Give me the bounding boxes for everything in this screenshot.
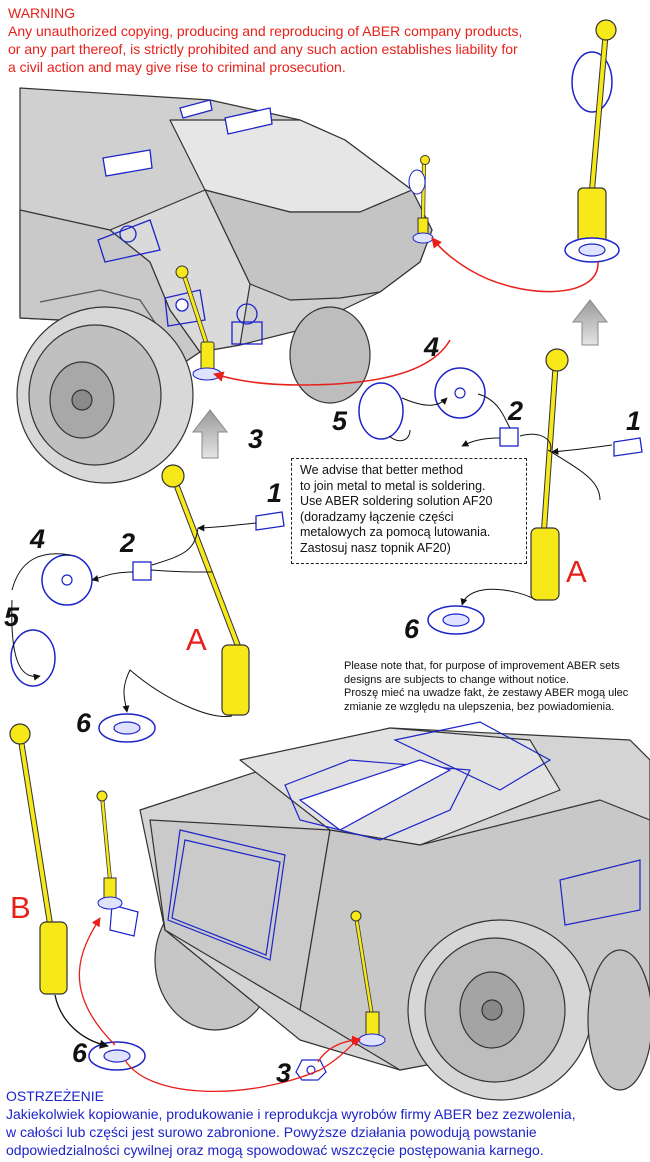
- warning-block: WARNING Any unauthorized copying, produc…: [8, 4, 608, 76]
- warning-title: WARNING: [8, 5, 76, 21]
- change-notice: Please note that, for purpose of improve…: [344, 660, 644, 714]
- notice-line-2: designs are subjects to change without n…: [344, 673, 570, 686]
- notice-line-4: zmianie ze względu na ulepszenia, bez po…: [344, 700, 615, 713]
- callout-1-top: 1: [626, 406, 642, 436]
- polish-warning-line-2: w całości lub części jest surowo zabroni…: [6, 1124, 537, 1140]
- callout-6-bottom: 6: [72, 1038, 88, 1068]
- grey-arrow-up-right: [571, 299, 609, 346]
- callout-3-bottom: 3: [276, 1058, 292, 1088]
- callout-6-mid: 6: [76, 708, 92, 738]
- polish-warning-line-3: odpowiedzialności cywilnej oraz mogą spo…: [6, 1142, 544, 1158]
- notice-line-3: Proszę mieć na uwadze fakt, że zestawy A…: [344, 687, 629, 699]
- antenna-top-right: [564, 19, 620, 263]
- front-left-antenna: [175, 265, 222, 381]
- callout-2-mid: 2: [120, 528, 136, 558]
- advice-line-4: (doradzamy łączenie części: [300, 509, 454, 524]
- leader-lines-right: [388, 393, 613, 606]
- callout-5-mid: 5: [4, 602, 20, 632]
- callout-5-top: 5: [332, 406, 348, 436]
- red-leader-top-right: [431, 237, 599, 293]
- callout-3-mid: 3: [248, 424, 264, 454]
- soldering-advice-box: We advise that better method to join met…: [291, 458, 527, 564]
- callout-a-top: A: [566, 554, 587, 589]
- callout-b: B: [10, 890, 31, 925]
- front-vehicle-fittings: [97, 99, 273, 345]
- front-right-antenna: [408, 155, 434, 244]
- rear-leader-lines: [54, 917, 361, 1093]
- parts-group-a-right: [358, 348, 643, 635]
- warning-line-2: or any part thereof, is strictly prohibi…: [8, 41, 518, 57]
- rear-left-antenna: [96, 790, 123, 910]
- advice-line-2: to join metal to metal is soldering.: [300, 478, 486, 493]
- callout-a-mid: A: [186, 622, 207, 657]
- polish-warning-line-1: Jakiekolwiek kopiowanie, produkowanie i …: [6, 1106, 576, 1122]
- rear-right-antenna: [350, 910, 386, 1047]
- parts-group-a-left: [10, 464, 285, 743]
- front-vehicle: [16, 87, 433, 484]
- callout-2-top: 2: [508, 396, 524, 426]
- callout-6-top: 6: [404, 614, 420, 644]
- warning-line-3: a civil action and may give rise to crim…: [8, 59, 346, 75]
- advice-line-6: Zastosuj nasz topnik AF20): [300, 540, 451, 555]
- red-leader-top-left: [212, 339, 451, 386]
- warning-line-1: Any unauthorized copying, producing and …: [8, 23, 523, 39]
- polish-warning-title: OSTRZEŻENIE: [6, 1088, 105, 1104]
- callout-1-mid: 1: [267, 478, 283, 508]
- antenna-b: [9, 723, 327, 1081]
- leader-lines-left: [11, 522, 257, 718]
- advice-line-1: We advise that better method: [300, 463, 464, 477]
- callout-4-top: 4: [424, 332, 440, 362]
- rear-vehicle-fittings: [109, 721, 641, 961]
- polish-warning-block: OSTRZEŻENIE Jakiekolwiek kopiowanie, pro…: [6, 1087, 646, 1159]
- callout-4-mid: 4: [30, 524, 46, 554]
- advice-line-5: metalowych za pomocą lutowania.: [300, 525, 491, 539]
- advice-line-3: Use ABER soldering solution AF20: [300, 494, 493, 508]
- grey-arrow-up-left: [191, 409, 229, 459]
- notice-line-1: Please note that, for purpose of improve…: [344, 660, 620, 672]
